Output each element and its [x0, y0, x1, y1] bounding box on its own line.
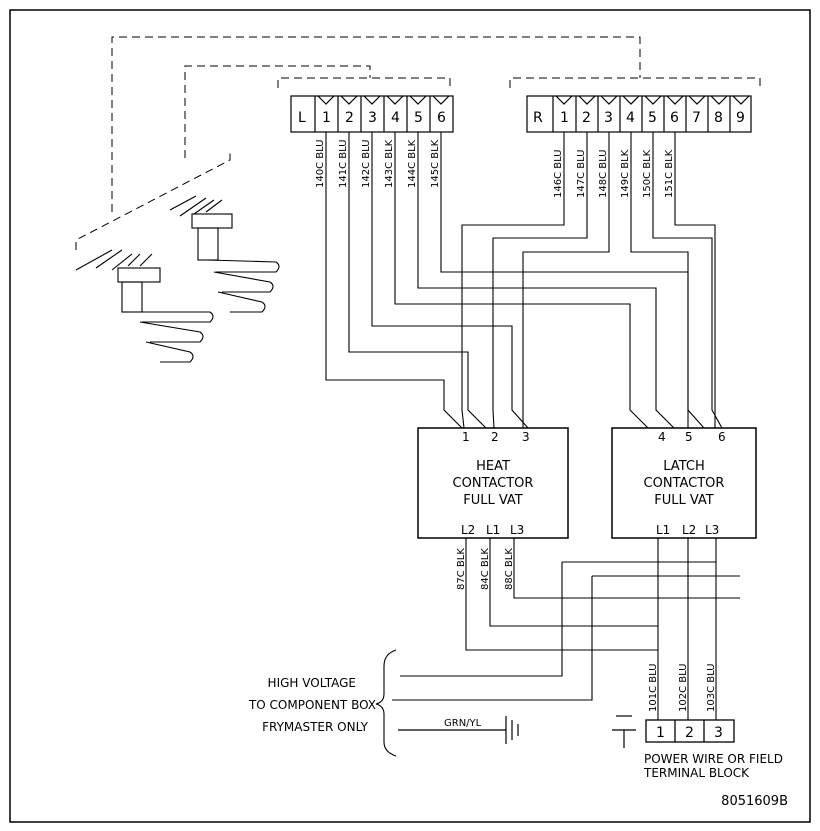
wire-label-143c: 143C BLK	[384, 139, 395, 188]
latch-pin-l1: L1	[656, 523, 670, 537]
wire-label-87c: 87C BLK	[456, 548, 467, 590]
latch-pin-6: 6	[718, 430, 726, 444]
terminal-caption-line2: TERMINAL BLOCK	[643, 766, 750, 780]
left-pin-3: 3	[368, 110, 377, 126]
latch-pin-5: 5	[685, 430, 693, 444]
wire-label-151c: 151C BLK	[664, 149, 675, 198]
wire-label-88c: 88C BLK	[504, 548, 515, 590]
terminal-pin-1: 1	[656, 725, 665, 741]
ground-wire-label: GRN/YL	[444, 718, 482, 729]
wire-label-142c: 142C BLU	[361, 139, 372, 188]
heat-pin-l2: L2	[461, 523, 475, 537]
power-terminal-block	[645, 719, 735, 743]
latch-pin-l3: L3	[705, 523, 719, 537]
right-pin-8: 8	[714, 110, 723, 126]
wire-label-101c: 101C BLU	[648, 663, 659, 712]
drawing-frame	[9, 9, 811, 823]
heat-contactor-line3: FULL VAT	[463, 493, 523, 508]
right-block-label: R	[533, 110, 543, 126]
wire-label-145c: 145C BLK	[430, 139, 441, 188]
latch-contactor-line2: CONTACTOR	[644, 476, 725, 491]
left-block-label: L	[298, 110, 306, 126]
heating-element-right	[169, 195, 280, 313]
lower-wiring	[392, 538, 740, 720]
right-pin-5: 5	[648, 110, 657, 126]
heat-contactor	[417, 427, 569, 539]
wire-label-148c: 148C BLU	[598, 149, 609, 198]
drawing-number: 8051609B	[721, 794, 788, 809]
terminal-ground-symbol	[612, 715, 636, 748]
right-pin-7: 7	[692, 110, 701, 126]
right-pin-2: 2	[582, 110, 591, 126]
wire-label-103c: 103C BLU	[706, 663, 717, 712]
left-pin-2: 2	[345, 110, 354, 126]
left-pin-6: 6	[437, 110, 446, 126]
right-pin-9: 9	[736, 110, 745, 126]
latch-contactor-line3: FULL VAT	[654, 493, 714, 508]
dashed-connections	[75, 36, 761, 250]
ground-symbol	[398, 716, 519, 744]
high-voltage-line2: TO COMPONENT BOX	[248, 698, 376, 712]
latch-pin-l2: L2	[682, 523, 696, 537]
wire-label-144c: 144C BLK	[407, 139, 418, 188]
right-pin-4: 4	[626, 110, 635, 126]
terminal-pin-2: 2	[685, 725, 694, 741]
wire-label-147c: 147C BLU	[576, 149, 587, 198]
terminal-pin-3: 3	[714, 725, 723, 741]
heat-pin-3: 3	[522, 430, 530, 444]
right-pin-3: 3	[604, 110, 613, 126]
high-voltage-line1: HIGH VOLTAGE	[268, 676, 356, 690]
right-pin-1: 1	[560, 110, 569, 126]
terminal-caption-line1: POWER WIRE OR FIELD	[644, 752, 783, 766]
left-pin-5: 5	[414, 110, 423, 126]
heat-pin-2: 2	[491, 430, 499, 444]
wire-label-84c: 84C BLK	[480, 548, 491, 590]
left-pin-4: 4	[391, 110, 400, 126]
left-pin-1: 1	[322, 110, 331, 126]
heat-contactor-line1: HEAT	[476, 459, 510, 474]
wire-label-102c: 102C BLU	[678, 663, 689, 712]
heat-pin-l1: L1	[486, 523, 500, 537]
latch-contactor	[611, 427, 757, 539]
heating-element-left	[75, 249, 214, 363]
latch-contactor-line1: LATCH	[663, 459, 704, 474]
high-voltage-line3: FRYMASTER ONLY	[262, 720, 369, 734]
wire-label-140c: 140C BLU	[315, 139, 326, 188]
right-pin-6: 6	[670, 110, 679, 126]
wire-label-141c: 141C BLU	[338, 139, 349, 188]
latch-pin-4: 4	[658, 430, 666, 444]
heat-pin-l3: L3	[510, 523, 524, 537]
upper-wiring	[325, 132, 723, 429]
heat-pin-1: 1	[462, 430, 470, 444]
high-voltage-brace	[375, 649, 397, 757]
heat-contactor-line2: CONTACTOR	[453, 476, 534, 491]
wire-label-146c: 146C BLU	[553, 149, 564, 198]
right-terminal-block	[526, 95, 752, 133]
wire-label-150c: 150C BLK	[642, 149, 653, 198]
wire-label-149c: 149C BLK	[620, 149, 631, 198]
